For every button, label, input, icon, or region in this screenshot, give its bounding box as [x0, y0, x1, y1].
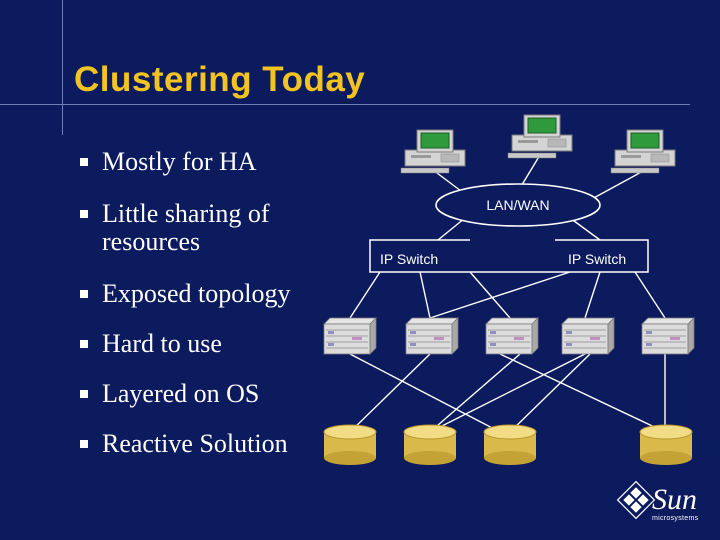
slide-horizontal-rule: [0, 104, 690, 105]
storage-disk: [403, 424, 457, 466]
square-bullet-icon: [80, 210, 88, 218]
storage-disk: [483, 424, 537, 466]
sun-diamond-icon: [616, 480, 656, 520]
square-bullet-icon: [80, 390, 88, 398]
ip-switch-bar: [369, 239, 649, 273]
lan-wan-network: [435, 183, 601, 227]
server: [561, 317, 615, 355]
slide-vertical-rule: [62, 0, 63, 135]
network-links: [349, 154, 666, 433]
square-bullet-icon: [80, 440, 88, 448]
square-bullet-icon: [80, 340, 88, 348]
workstation: [610, 129, 676, 174]
ip-switch-left-label: IP Switch: [380, 251, 438, 267]
server: [485, 317, 539, 355]
workstation: [400, 129, 466, 174]
sun-logo: Sun microsystems: [616, 480, 699, 522]
slide-title: Clustering Today: [74, 60, 366, 99]
square-bullet-icon: [80, 290, 88, 298]
lan-wan-label: LAN/WAN: [486, 197, 549, 213]
square-bullet-icon: [80, 158, 88, 166]
storage-disk: [323, 424, 377, 466]
server: [405, 317, 459, 355]
server: [641, 317, 695, 355]
server: [323, 317, 377, 355]
sun-brand-text: Sun: [652, 483, 697, 516]
sun-brand-sub: microsystems: [652, 515, 699, 522]
ip-switch-right-label: IP Switch: [568, 251, 626, 267]
storage-disk: [639, 424, 693, 466]
workstation: [507, 114, 573, 159]
